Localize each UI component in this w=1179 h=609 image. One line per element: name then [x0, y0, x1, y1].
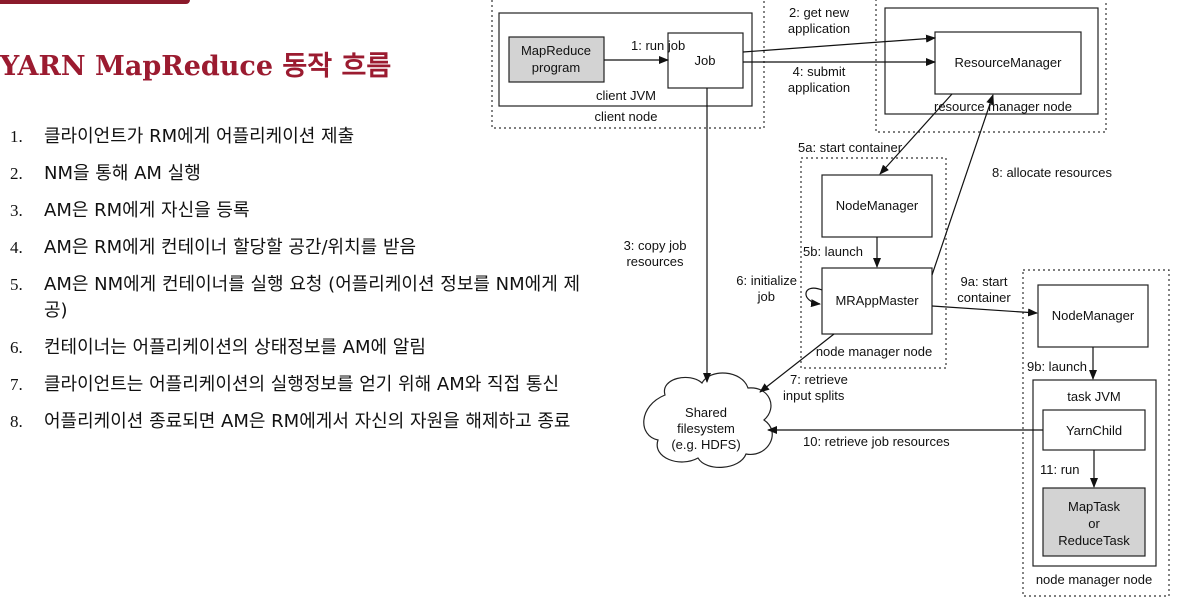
task-label-2: or	[1088, 516, 1100, 531]
mr-app-master-label: MRAppMaster	[835, 293, 919, 308]
label-run-11: 11: run	[1040, 462, 1080, 477]
step-text: AM은 RM에게 컨테이너 할당할 공간/위치를 받음	[44, 237, 417, 258]
node-manager-box-2	[1037, 284, 1149, 348]
job-label: Job	[695, 53, 716, 68]
step-number: 3.	[10, 201, 23, 220]
label-copy-job-2: resources	[626, 254, 684, 269]
shared-fs-label-3: (e.g. HDFS)	[671, 437, 740, 452]
task-box	[1042, 487, 1146, 557]
node-manager-box-1	[821, 174, 933, 238]
label-initialize-1: 6: initialize	[736, 273, 797, 288]
task-jvm-label: task JVM	[1067, 389, 1120, 404]
label-run-job: 1: run job	[631, 38, 685, 53]
list-item: 5. AM은 NM에게 컨테이너를 실행 요청 (어플리케이션 정보를 NM에게 …	[10, 272, 590, 324]
label-launch-9b: 9b: launch	[1027, 359, 1087, 374]
resource-manager-node-inner-box	[884, 7, 1099, 115]
label-allocate-resources: 8: allocate resources	[992, 165, 1112, 180]
mapreduce-program-box	[508, 36, 605, 83]
list-item: 7. 클라이언트는 어플리케이션의 실행정보를 얻기 위해 AM와 직접 통신	[10, 372, 590, 398]
step-number: 4.	[10, 238, 23, 257]
list-item: 4. AM은 RM에게 컨테이너 할당할 공간/위치를 받음	[10, 235, 590, 261]
label-start-container-9a-2: container	[957, 290, 1011, 305]
step-number: 5.	[10, 275, 23, 294]
label-retrieve-splits-1: 7: retrieve	[790, 372, 848, 387]
mr-app-master-box	[821, 267, 933, 335]
task-label-1: MapTask	[1068, 499, 1121, 514]
step-number: 1.	[10, 127, 23, 146]
arrow-initialize-job	[805, 287, 823, 308]
mapreduce-program-label-2: program	[532, 60, 580, 75]
list-item: 6. 컨테이너는 어플리케이션의 상태정보를 AM에 알림	[10, 335, 590, 361]
step-text: 클라이언트는 어플리케이션의 실행정보를 얻기 위해 AM와 직접 통신	[44, 374, 560, 395]
resource-manager-node-box	[875, 0, 1107, 133]
label-get-new-2: application	[788, 21, 850, 36]
label-get-new-1: 2: get new	[789, 5, 850, 20]
label-initialize-2: job	[757, 289, 775, 304]
arrow-retrieve-input-splits	[759, 333, 835, 393]
label-launch-5b: 5b: launch	[803, 244, 863, 259]
label-submit-2: application	[788, 80, 850, 95]
step-text: NM을 통해 AM 실행	[44, 163, 201, 184]
task-jvm-box	[1032, 379, 1157, 567]
slide-title: YARN MapReduce 동작 흐름	[0, 51, 392, 82]
node-manager-node-label-2: node manager node	[1036, 572, 1152, 587]
arrow-allocate-resources	[931, 94, 994, 276]
label-retrieve-job-resources: 10: retrieve job resources	[803, 434, 950, 449]
step-number: 8.	[10, 412, 23, 431]
step-text: AM은 NM에게 컨테이너를 실행 요청 (어플리케이션 정보를 NM에게 제공…	[44, 274, 581, 321]
step-text: AM은 RM에게 자신을 등록	[44, 200, 250, 221]
node-manager-node-box-1	[800, 157, 947, 369]
step-number: 2.	[10, 164, 23, 183]
label-start-container-9a-1: 9a: start	[961, 274, 1008, 289]
arrow-get-new-application	[742, 34, 936, 53]
job-box	[667, 32, 744, 89]
node-manager-label-1: NodeManager	[836, 198, 919, 213]
node-manager-label-2: NodeManager	[1052, 308, 1135, 323]
resource-manager-box	[934, 31, 1082, 95]
list-item: 1. 클라이언트가 RM에게 어플리케이션 제출	[10, 124, 590, 150]
list-item: 2. NM을 통해 AM 실행	[10, 161, 590, 187]
label-retrieve-splits-2: input splits	[783, 388, 845, 403]
shared-fs-label-2: filesystem	[677, 421, 735, 436]
resource-manager-node-label: resource manager node	[934, 99, 1072, 114]
label-copy-job-1: 3: copy job	[624, 238, 687, 253]
list-item: 3. AM은 RM에게 자신을 등록	[10, 198, 590, 224]
step-list: 1. 클라이언트가 RM에게 어플리케이션 제출 2. NM을 통해 AM 실행 3…	[10, 124, 590, 446]
list-item: 8. 어플리케이션 종료되면 AM은 RM에게서 자신의 자원을 해제하고 종료	[10, 409, 590, 435]
client-jvm-label: client JVM	[596, 88, 656, 103]
title-accent-bar	[0, 0, 190, 4]
client-node-label: client node	[595, 109, 658, 124]
node-manager-node-box-2	[1022, 269, 1170, 597]
label-submit-1: 4: submit	[793, 64, 846, 79]
mapreduce-program-label-1: MapReduce	[521, 43, 591, 58]
step-text: 클라이언트가 RM에게 어플리케이션 제출	[44, 126, 355, 147]
arrow-start-container-5a	[879, 93, 953, 175]
client-jvm-box	[498, 12, 753, 107]
shared-fs-label-1: Shared	[685, 405, 727, 420]
arrow-start-container-9a	[931, 305, 1038, 317]
resource-manager-label: ResourceManager	[955, 55, 1063, 70]
step-number: 7.	[10, 375, 23, 394]
step-text: 어플리케이션 종료되면 AM은 RM에게서 자신의 자원을 해제하고 종료	[44, 411, 571, 432]
client-node-box	[491, 0, 765, 129]
step-number: 6.	[10, 338, 23, 357]
yarn-child-label: YarnChild	[1066, 423, 1122, 438]
step-text: 컨테이너는 어플리케이션의 상태정보를 AM에 알림	[44, 337, 426, 358]
task-label-3: ReduceTask	[1058, 533, 1130, 548]
label-start-container-5a: 5a: start container	[798, 140, 903, 155]
node-manager-node-label-1: node manager node	[816, 344, 932, 359]
